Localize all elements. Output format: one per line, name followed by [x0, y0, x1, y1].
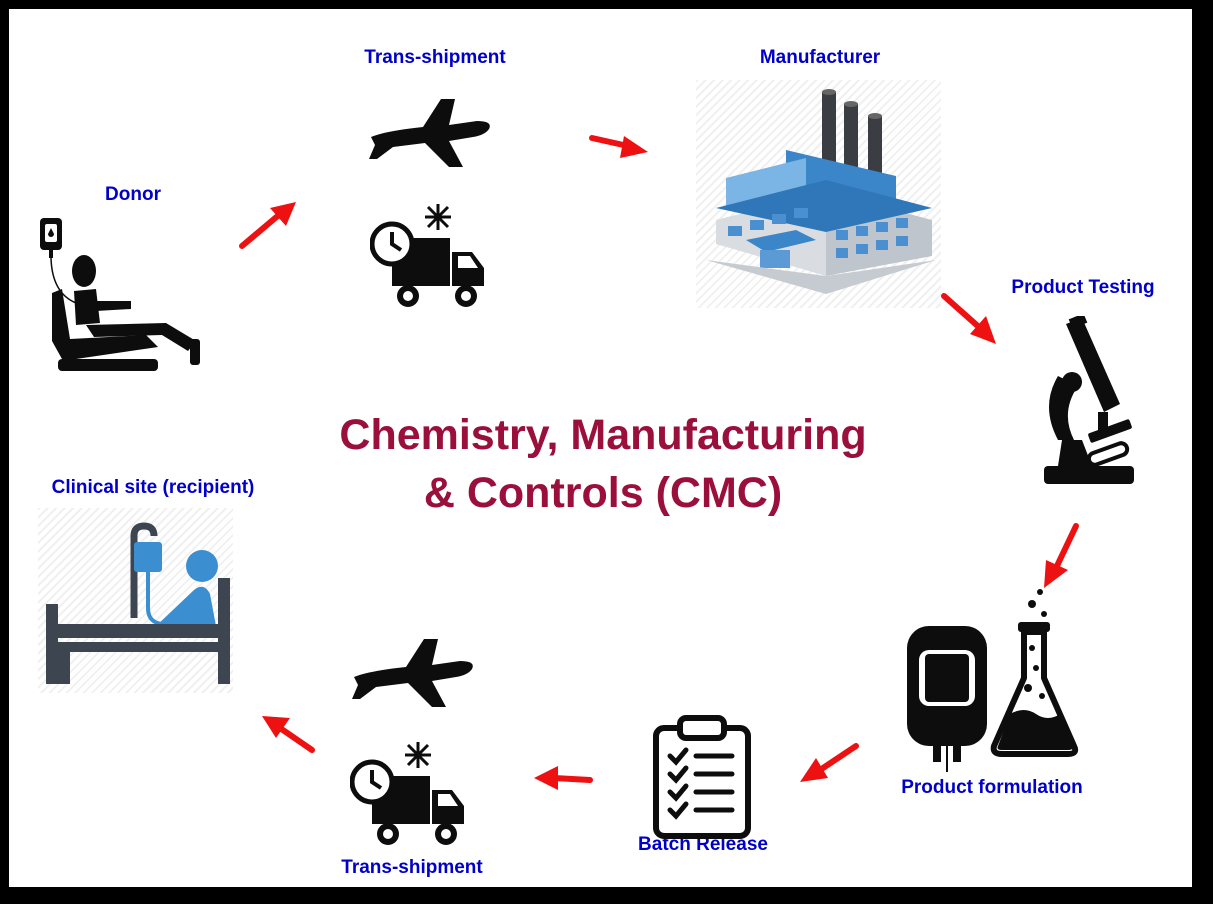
refrigerated-truck-icon	[370, 204, 484, 307]
arrow-release-to-shipment	[534, 766, 593, 790]
arrow-testing-to-formulation	[1044, 523, 1079, 588]
label-trans-shipment-bottom: Trans-shipment	[341, 857, 483, 878]
title-line-1: Chemistry, Manufacturing	[339, 411, 867, 459]
refrigerated-truck-icon	[350, 742, 464, 845]
airplane-icon	[369, 99, 490, 167]
label-clinical-site: Clinical site (recipient)	[51, 477, 255, 498]
label-product-formulation: Product formulation	[901, 777, 1083, 798]
arrow-shipment-to-manufacturer	[589, 135, 648, 158]
flask-icon	[990, 589, 1079, 757]
microscope-icon	[1044, 316, 1134, 484]
hospital-bed-icon	[46, 522, 230, 684]
label-batch-release: Batch Release	[638, 834, 768, 855]
arrow-manufacturer-to-testing	[941, 293, 996, 344]
label-manufacturer: Manufacturer	[759, 47, 881, 68]
airplane-icon	[352, 639, 473, 707]
arrow-formulation-to-release	[800, 743, 859, 782]
clipboard-checklist-icon	[653, 715, 751, 839]
donor-icon	[40, 218, 200, 371]
blood-bag-icon	[907, 626, 987, 772]
factory-icon	[706, 89, 936, 294]
diagram-title: Chemistry, Manufacturing & Controls (CMC…	[339, 406, 866, 522]
label-trans-shipment-top: Trans-shipment	[364, 47, 506, 68]
label-product-testing: Product Testing	[1011, 277, 1155, 298]
arrow-donor-to-shipment	[239, 202, 296, 249]
label-donor: Donor	[105, 184, 161, 205]
cmc-diagram: Donor Trans-shipment Manufacturer Produc…	[8, 8, 1199, 894]
title-line-2: & Controls (CMC)	[423, 469, 783, 517]
arrow-shipment-to-clinical-site	[262, 716, 315, 753]
